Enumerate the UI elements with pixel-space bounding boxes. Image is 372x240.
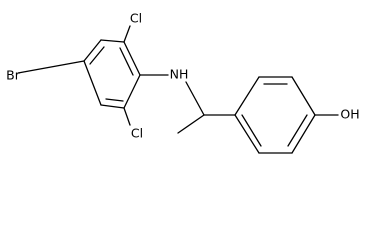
left-ring	[17, 25, 169, 126]
bond-to-cl-bottom	[123, 107, 131, 126]
bond	[291, 114, 316, 154]
double-bond-inner	[105, 98, 124, 102]
double-bond-inner	[119, 47, 134, 76]
atom-label-br: Br	[6, 68, 21, 83]
molecule-diagram: Cl Cl Br NH OH	[6, 11, 360, 154]
bond	[83, 60, 102, 106]
bond	[83, 39, 102, 62]
bond	[234, 76, 260, 116]
bond	[123, 41, 141, 76]
atom-label-oh: OH	[340, 107, 359, 122]
bond-to-br	[17, 60, 85, 74]
bond	[100, 104, 125, 109]
bond	[123, 74, 141, 109]
atom-label-nh: NH	[170, 67, 189, 82]
double-bond-inner	[241, 114, 262, 147]
double-bond-inner	[287, 114, 308, 147]
double-bond-inner	[89, 46, 105, 65]
bond	[291, 76, 316, 116]
atom-label-cl-top: Cl	[130, 11, 142, 26]
linker	[177, 81, 236, 134]
bond	[234, 114, 260, 154]
bond	[100, 39, 125, 43]
bond-to-cl-top	[123, 25, 131, 43]
bond-methyl	[177, 114, 205, 134]
right-ring	[234, 76, 339, 154]
atom-label-cl-bottom: Cl	[131, 126, 143, 141]
bond-nh-to-ch	[185, 81, 205, 116]
